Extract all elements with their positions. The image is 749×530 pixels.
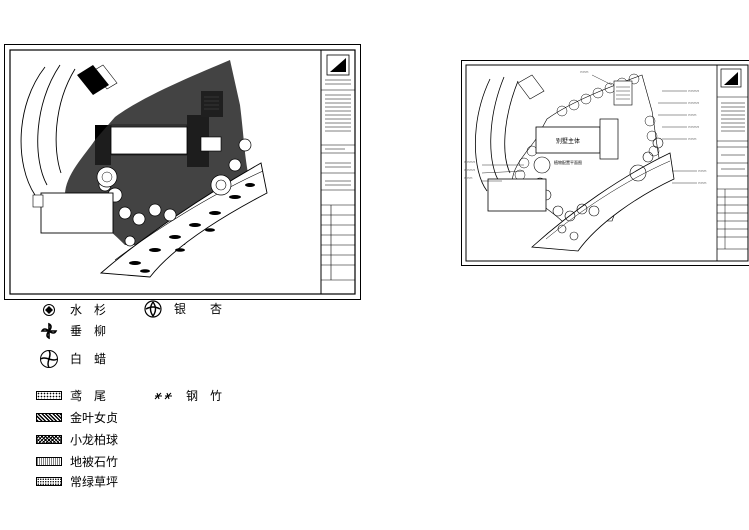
- legend-yuanwei: 鸢 尾: [36, 387, 106, 404]
- svg-text:▭▭▭▭: ▭▭▭▭: [688, 125, 700, 129]
- legend-longbai: 小龙柏球: [36, 431, 118, 448]
- right-site-plan: 别墅主体 植物配置平面图 ▭▭▭▭▭▭▭▭▭▭▭ ▭▭▭▭▭▭▭▭▭▭▭ ▭▭▭…: [464, 64, 749, 262]
- legend-yinxing: 银 杏: [140, 299, 223, 318]
- legend-label: 钢 竹: [186, 389, 223, 403]
- legend-label: 常绿草坪: [70, 475, 119, 489]
- svg-text:▭▭▭▭: ▭▭▭▭: [464, 160, 476, 164]
- gangzhu-icon: [152, 389, 178, 403]
- svg-text:▭▭▭: ▭▭▭: [698, 181, 707, 185]
- svg-text:▭▭▭: ▭▭▭: [698, 169, 707, 173]
- legend-label: 垂 柳: [70, 324, 107, 338]
- legend-label: 地被石竹: [70, 455, 119, 469]
- yuanwei-swatch: [36, 389, 62, 403]
- svg-text:▭▭▭: ▭▭▭: [688, 113, 697, 117]
- caoping-swatch: [36, 475, 62, 489]
- yinxing-icon: [140, 299, 166, 318]
- svg-text:▭▭▭: ▭▭▭: [464, 176, 473, 180]
- legend-label: 水 杉: [70, 303, 107, 317]
- legend-label: 银 杏: [174, 302, 223, 316]
- legend-label: 鸢 尾: [70, 389, 107, 403]
- svg-text:▭▭▭: ▭▭▭: [688, 137, 697, 141]
- svg-text:▭▭▭▭: ▭▭▭▭: [464, 168, 476, 172]
- shuishan-icon: [36, 303, 62, 317]
- jinye-swatch: [36, 411, 62, 425]
- legend-label: 白 蜡: [70, 352, 107, 366]
- legend-shuishan: 水 杉: [36, 301, 106, 318]
- legend-label: 小龙柏球: [70, 433, 119, 447]
- legend-shizhu: 地被石竹: [36, 453, 118, 470]
- legend-gangzhu: 钢 竹: [152, 387, 222, 404]
- right-plan-sheet: 别墅主体 植物配置平面图 ▭▭▭▭▭▭▭▭▭▭▭ ▭▭▭▭▭▭▭▭▭▭▭ ▭▭▭…: [461, 60, 749, 266]
- left-plan-sheet: [4, 44, 361, 300]
- svg-text:▭▭▭▭: ▭▭▭▭: [688, 101, 700, 105]
- longbai-swatch: [36, 433, 62, 447]
- svg-text:▭▭▭▭: ▭▭▭▭: [688, 89, 700, 93]
- shizhu-swatch: [36, 455, 62, 469]
- villa-label: 别墅主体: [556, 137, 580, 145]
- chuiliu-icon: [36, 322, 62, 339]
- baila-icon: [36, 349, 62, 368]
- legend-caoping: 常绿草坪: [36, 473, 118, 490]
- left-site-plan: [9, 49, 356, 295]
- plan-subtitle: 植物配置平面图: [554, 159, 582, 165]
- legend-label: 金叶女贞: [70, 411, 119, 425]
- legend-baila: 白 蜡: [36, 349, 107, 368]
- legend-chuiliu: 垂 柳: [36, 322, 106, 339]
- svg-text:▭▭▭: ▭▭▭: [580, 70, 589, 74]
- legend-jinye: 金叶女贞: [36, 409, 118, 426]
